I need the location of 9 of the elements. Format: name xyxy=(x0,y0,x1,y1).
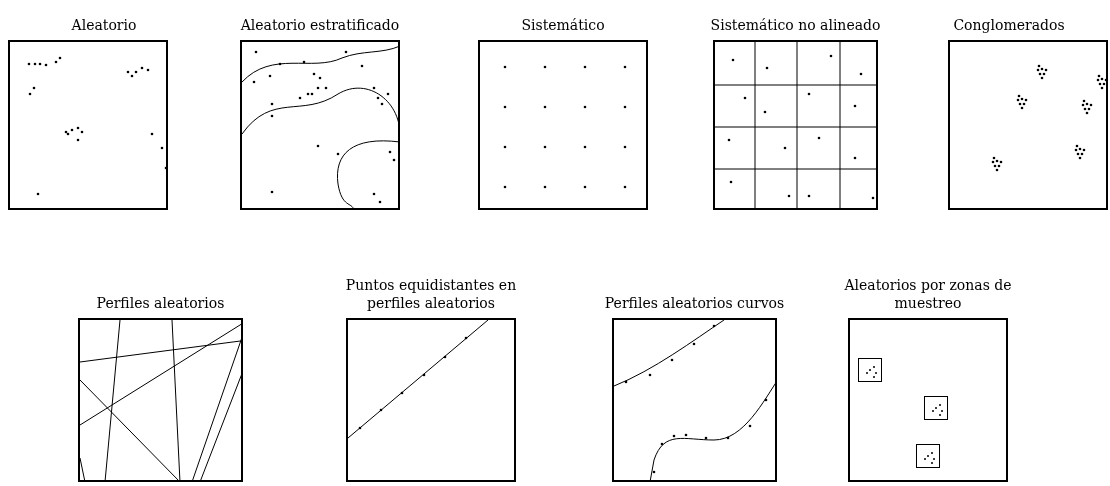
panel-title: Aleatorio xyxy=(70,16,138,34)
panel-title: Conglomerados xyxy=(952,16,1066,34)
panel-title: Aleatorios por zonas de muestreo xyxy=(843,276,1013,312)
panel-title: Perfiles aleatorios xyxy=(95,294,226,312)
panel-title: Sistemático no alineado xyxy=(709,16,882,34)
panel-title: Perfiles aleatorios curvos xyxy=(603,294,786,312)
panel-title: Aleatorio estratificado xyxy=(239,16,401,34)
panel-title: Puntos equidistantes en perfiles aleatorios xyxy=(344,276,518,312)
panel-title: Sistemático xyxy=(520,16,606,34)
